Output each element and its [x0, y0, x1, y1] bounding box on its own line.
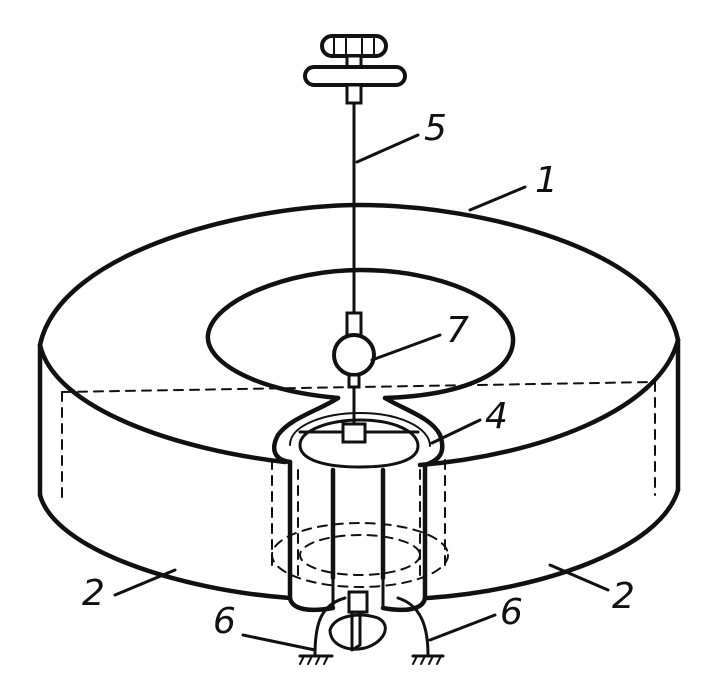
cylinder-top-outer	[272, 395, 341, 465]
knob-collar	[345, 83, 363, 105]
leader-5	[355, 133, 420, 164]
cylinder-hidden-bottom-outer	[271, 522, 449, 588]
cylinder-top-inner-2	[289, 412, 431, 447]
ball-bottom-connector	[347, 373, 361, 389]
label-7: 7	[446, 310, 469, 351]
ring-top-outer-edge	[37, 202, 681, 348]
inner-cylinder	[271, 395, 449, 613]
leader-lines	[113, 133, 610, 652]
ring-inner-hole	[205, 267, 516, 401]
ring-front-top-edge-right	[417, 337, 681, 468]
leader-4	[430, 418, 482, 445]
leader-6-left	[241, 633, 317, 652]
cylinder-top-outer-right	[382, 395, 445, 468]
crossbar-block	[341, 422, 367, 444]
ring-front-top-edge-left	[37, 342, 288, 465]
leader-2-left	[113, 568, 177, 597]
ball-assembly	[332, 311, 376, 389]
knob-disc	[303, 65, 407, 87]
suspension	[303, 34, 407, 315]
ball	[332, 333, 376, 377]
ring-bottom-edge-left	[37, 492, 293, 601]
leader-2-right	[548, 563, 610, 592]
bottom-stub	[347, 590, 369, 614]
leader-6-right	[428, 613, 497, 642]
bottom-arc	[328, 613, 387, 651]
label-4: 4	[485, 396, 508, 437]
cylinder-hidden-bottom-inner	[299, 534, 421, 576]
knob-cap	[320, 34, 388, 58]
ground-wire-right	[396, 596, 430, 657]
ring-bottom-edge-right	[425, 487, 681, 601]
leader-1	[468, 185, 527, 212]
label-6-right: 6	[500, 592, 523, 633]
label-1: 1	[535, 160, 558, 201]
cylinder-top-inner	[298, 418, 420, 469]
leader-7	[370, 333, 442, 362]
label-2-right: 2	[612, 576, 635, 617]
ring-body	[37, 202, 681, 601]
label-6-left: 6	[213, 601, 236, 642]
ground-symbol-left	[298, 654, 334, 665]
ground-wire-left	[313, 596, 347, 657]
bottom-terminal	[298, 590, 445, 665]
bottom-paddle	[350, 610, 362, 652]
label-2-left: 2	[82, 573, 105, 614]
labels: 1 5 7 4 2 2 6 6	[82, 108, 635, 642]
label-5: 5	[424, 108, 447, 149]
ground-symbol-right	[411, 654, 445, 665]
